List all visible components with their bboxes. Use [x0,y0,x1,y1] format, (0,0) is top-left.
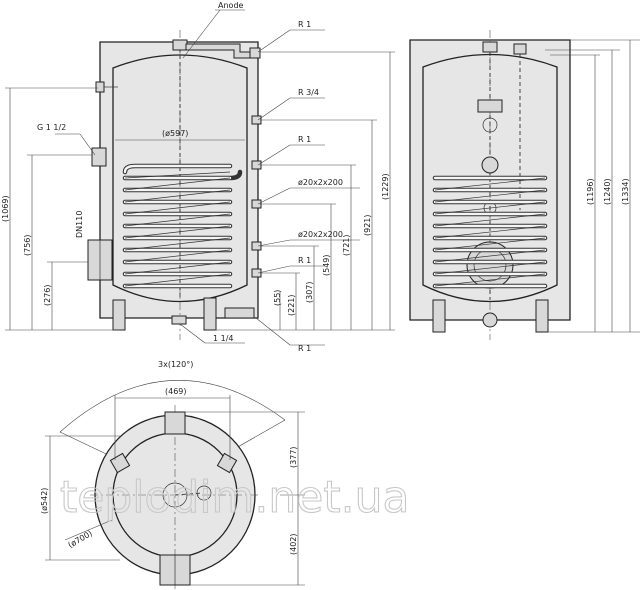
front-leg-left [112,299,126,331]
top-view [45,380,305,590]
top-fitting-top [164,411,186,435]
dim-542: (ø542) [40,488,49,514]
label-r114: 1 1/4 [213,334,234,343]
dim-1196: (1196) [586,178,595,205]
dim-921: (921) [363,214,372,236]
label-g112: G 1 1/2 [37,123,66,132]
label-r1-mid: R 1 [298,135,311,144]
label-r1-top: R 1 [298,20,311,29]
label-coil1: ø20x2x200 [298,178,343,187]
anode-fitting [172,39,188,51]
dim-276: (276) [43,284,52,306]
fitting-r1-mid [251,160,262,170]
dim-700: (ø700) [67,529,94,550]
dim-549: (549) [322,254,331,276]
label-inner-dia: (ø597) [162,129,188,138]
dim-756: (756) [23,234,32,256]
angle-arc [59,380,286,433]
dim-1229: (1229) [381,173,390,200]
side-view [409,30,640,340]
label-r1-low: R 1 [298,256,311,265]
fitting-coil1 [251,199,262,209]
fitting-coil2 [251,241,262,251]
label-anode: Anode [218,1,244,10]
dim-angle: 3x(120°) [158,360,193,369]
side-coil [432,175,548,289]
labels: Anode R 1 R 3/4 G 1 1/2 R 1 ø20x2x200 ø2… [1,1,630,555]
label-r34: R 3/4 [298,88,319,97]
top-fitting-right [216,452,238,474]
front-right-dims [215,51,395,331]
dim-1334: (1334) [621,178,630,205]
cold-water-pipe [224,307,255,319]
label-coil2: ø20x2x200 [298,230,343,239]
side-leg-left [432,299,446,333]
dim-55: (55) [273,290,282,306]
watermark: teplodim.net.ua [60,472,409,523]
dim-1069: (1069) [1,195,10,222]
side-thermostat [477,99,503,113]
dim-307: (307) [305,281,314,303]
dim-1240: (1240) [603,178,612,205]
dim-402: (402) [289,533,298,555]
front-leg-right [203,297,217,331]
side-leg-right [535,299,549,333]
front-coil [122,163,243,289]
front-view [5,9,395,346]
dim-721: (721) [342,234,351,256]
dim-221: (221) [287,294,296,316]
fitting-r34 [251,115,262,125]
label-r1-bottom: R 1 [298,344,311,353]
label-dn110: DN110 [75,211,84,238]
dim-377: (377) [289,446,298,468]
fitting-r1-low [251,268,262,278]
side-fitting-r1 [481,156,499,174]
dim-469: (469) [165,387,187,396]
fitting-g112 [91,147,107,167]
